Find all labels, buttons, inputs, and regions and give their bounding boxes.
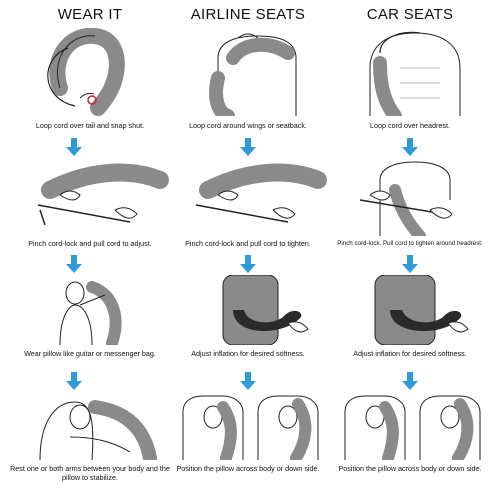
down-arrow-icon	[66, 138, 82, 156]
down-arrow-icon	[240, 372, 256, 390]
step-caption: Loop cord around wings or seatback.	[189, 121, 307, 130]
step-caption: Loop cord over tail and snap shut.	[35, 121, 145, 130]
step-caption: Position the pillow across body or down …	[176, 464, 320, 473]
down-arrow-icon	[402, 138, 418, 156]
step-caption: Pinch cord-lock. Pull cord to tighten ar…	[337, 240, 483, 247]
column-title-wear-it: WEAR IT	[57, 6, 123, 23]
illustration-adjust-inflation-car	[340, 275, 490, 345]
illustration-loop-cord-around-wings	[178, 28, 328, 116]
illustration-pinch-cord-lock	[20, 160, 170, 236]
column-title-car-seats: CAR SEATS	[366, 6, 454, 23]
illustration-rest-arms-seated	[20, 392, 170, 460]
step-caption: Pinch cord-lock and pull cord to adjust.	[28, 239, 152, 248]
down-arrow-icon	[66, 255, 82, 273]
step-caption: Loop cord over headrest.	[370, 121, 450, 130]
down-arrow-icon	[66, 372, 82, 390]
step-caption: Pinch cord-lock and pull cord to tighten…	[185, 239, 311, 248]
illustration-loop-cord-over-tail	[20, 28, 170, 116]
illustration-adjust-inflation-airline	[178, 275, 328, 345]
illustration-wear-pillow-like-bag	[20, 275, 170, 345]
column-title-airline-seats: AIRLINE SEATS	[190, 6, 306, 23]
illustration-pinch-cord-lock-airline	[178, 160, 328, 236]
step-caption: Wear pillow like guitar or messenger bag…	[24, 349, 156, 358]
step-caption: Adjust inflation for desired softness.	[191, 349, 305, 358]
illustration-loop-cord-over-headrest	[340, 28, 490, 116]
illustration-position-pillow-car	[340, 392, 490, 460]
down-arrow-icon	[402, 372, 418, 390]
step-caption: Position the pillow across body or down …	[338, 464, 482, 473]
down-arrow-icon	[240, 138, 256, 156]
step-caption: Adjust inflation for desired softness.	[353, 349, 467, 358]
illustration-position-pillow-airline	[178, 392, 328, 460]
step-caption: Rest one or both arms between your body …	[10, 464, 170, 482]
illustration-pinch-cord-lock-car	[340, 160, 490, 236]
down-arrow-icon	[240, 255, 256, 273]
down-arrow-icon	[402, 255, 418, 273]
